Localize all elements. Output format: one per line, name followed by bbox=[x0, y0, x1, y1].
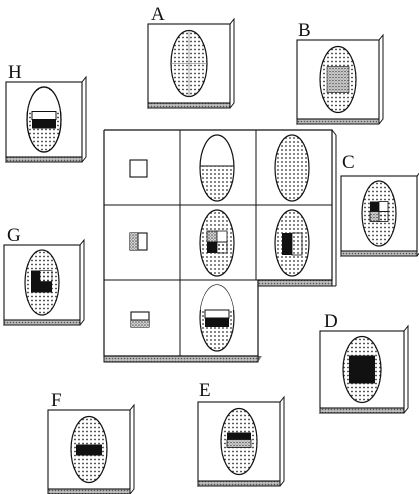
option-tile-d[interactable] bbox=[320, 326, 408, 413]
option-label-e: E bbox=[199, 380, 211, 401]
option-label-c: C bbox=[342, 152, 355, 173]
option-figure-all-dotted-lines bbox=[171, 31, 207, 97]
cell-r1-c3 bbox=[275, 135, 309, 201]
option-tile-f[interactable] bbox=[48, 405, 134, 494]
option-label-d: D bbox=[324, 311, 338, 332]
option-label-f: F bbox=[51, 390, 62, 411]
tile-base bbox=[198, 481, 280, 486]
cell-r3-c2 bbox=[200, 285, 234, 351]
option-label-h: H bbox=[8, 62, 22, 83]
option-label-a: A bbox=[151, 4, 165, 25]
option-figure-big-black-rect bbox=[343, 337, 381, 403]
option-figure-hatched-rect bbox=[320, 47, 356, 113]
option-tile-g[interactable] bbox=[4, 240, 84, 325]
cell-r3-c1 bbox=[131, 312, 149, 327]
option-label-g: G bbox=[7, 225, 21, 246]
option-figure-white-top-black-bottom bbox=[26, 87, 62, 152]
option-figure-black-bar bbox=[71, 417, 107, 483]
tile-base bbox=[48, 489, 130, 494]
tile-base bbox=[297, 119, 379, 124]
option-tile-b[interactable] bbox=[297, 35, 383, 124]
option-figure-black-L bbox=[25, 250, 59, 315]
tile-base bbox=[6, 157, 82, 162]
option-figure-quadrant-small bbox=[362, 181, 396, 246]
puzzle-grid bbox=[104, 130, 336, 362]
tile-base bbox=[148, 103, 230, 108]
tile-base bbox=[320, 408, 404, 413]
tile-base bbox=[341, 251, 417, 256]
option-figure-split-bar bbox=[221, 409, 257, 475]
grid-step-edge bbox=[258, 280, 332, 286]
option-tile-c[interactable] bbox=[341, 171, 419, 256]
cell-r2-c1 bbox=[130, 233, 147, 250]
option-tile-e[interactable] bbox=[198, 397, 284, 486]
cell-r1-c1 bbox=[130, 160, 147, 177]
grid-bottom-edge bbox=[104, 356, 258, 362]
cell-r2-c2 bbox=[200, 210, 234, 276]
option-tile-a[interactable] bbox=[148, 19, 234, 108]
cell-r2-c3 bbox=[275, 210, 309, 276]
option-tile-h[interactable] bbox=[6, 77, 86, 162]
tile-base bbox=[4, 320, 80, 325]
option-label-b: B bbox=[298, 20, 311, 41]
